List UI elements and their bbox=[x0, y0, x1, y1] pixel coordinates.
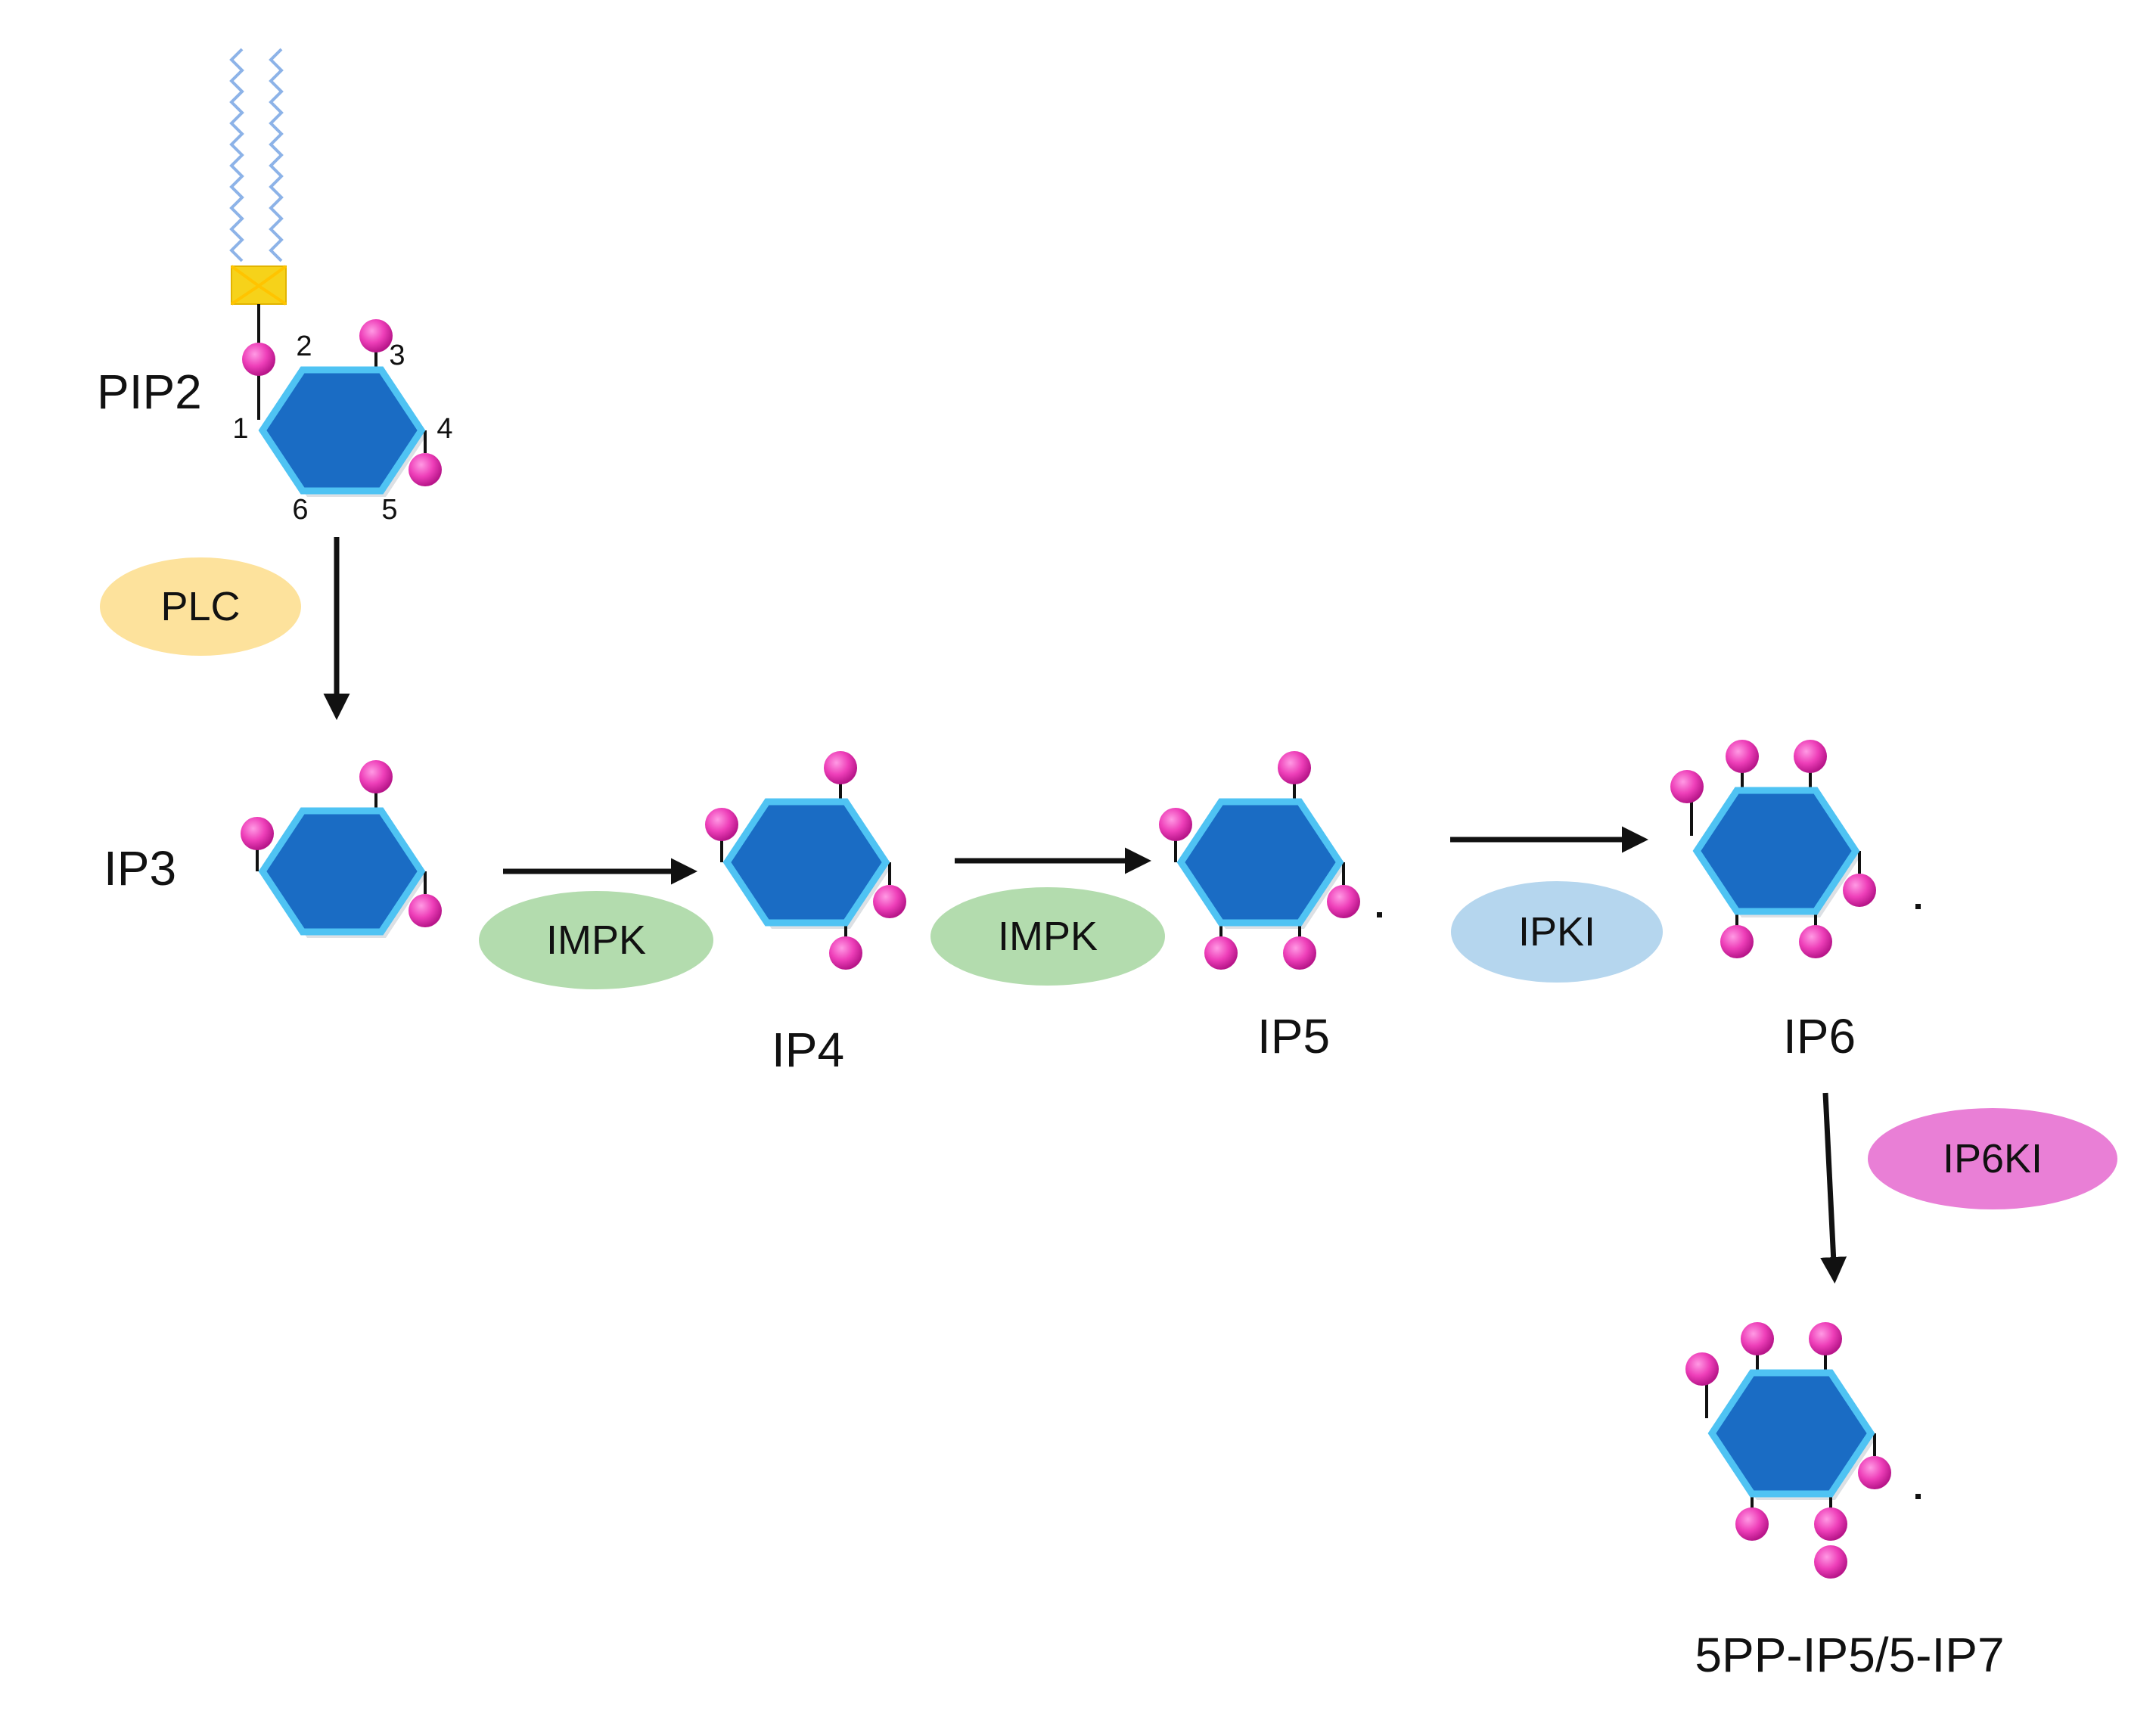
molecule-ip5-phosphate-2 bbox=[1278, 751, 1311, 784]
molecule-ip3-phosphate-3 bbox=[409, 894, 442, 927]
molecule-ip4-inositol-ring bbox=[722, 798, 890, 927]
enzyme-plc-label: PLC bbox=[160, 584, 240, 629]
fatty-acid-chain-2 bbox=[269, 48, 284, 262]
enzyme-plc-oval bbox=[100, 557, 301, 656]
enzyme-ipki-oval bbox=[1451, 881, 1663, 983]
molecule-ip3-inositol-ring bbox=[258, 807, 426, 936]
molecule-ip6-phosphate-6 bbox=[1799, 925, 1832, 958]
fatty-acid-chains bbox=[229, 48, 284, 262]
molecule-ip6-phosphate-3 bbox=[1794, 740, 1827, 773]
ring-position-2: 2 bbox=[296, 331, 312, 362]
molecule-ip7 bbox=[1685, 1322, 1891, 1579]
molecule-ip5-phosphate-3 bbox=[1327, 885, 1360, 918]
enzyme-ip6ki-label: IP6KI bbox=[1943, 1136, 2043, 1181]
molecule-ip3-phosphate-2 bbox=[359, 760, 393, 793]
molecule-ip5-inositol-ring bbox=[1176, 798, 1344, 927]
molecule-ip6 bbox=[1670, 740, 1876, 958]
enzyme-ip6ki-oval bbox=[1868, 1108, 2117, 1209]
label-pip2: PIP2 bbox=[97, 365, 202, 419]
ring-position-3: 3 bbox=[389, 340, 405, 371]
pip2-ring-numbers: 1 2 3 4 5 6 bbox=[232, 331, 452, 526]
fatty-acid-chain-1 bbox=[229, 48, 244, 262]
molecule-ip7-inositol-ring bbox=[1707, 1369, 1875, 1498]
molecule-ip4-phosphate-3 bbox=[873, 885, 906, 918]
molecule-ip4 bbox=[705, 751, 906, 970]
molecule-pip2-inositol-ring bbox=[258, 366, 426, 495]
label-ip4: IP4 bbox=[772, 1023, 844, 1077]
dot-ip7 bbox=[1915, 1494, 1921, 1499]
glycerol-icon bbox=[230, 265, 287, 306]
molecule-ip6-phosphate-4 bbox=[1843, 874, 1876, 907]
enzyme-ipki: IPKI bbox=[1451, 881, 1663, 983]
molecule-ip6-phosphate-1 bbox=[1670, 770, 1704, 803]
molecule-ip7-phosphate-3 bbox=[1809, 1322, 1842, 1355]
molecule-ip7-phosphate-2 bbox=[1741, 1322, 1774, 1355]
molecule-pip2-phosphate-1 bbox=[359, 319, 393, 352]
label-ip3: IP3 bbox=[104, 841, 176, 896]
molecule-ip5-phosphate-4 bbox=[1204, 936, 1238, 970]
molecule-ip7-phosphate-1 bbox=[1685, 1352, 1719, 1386]
molecule-pip2-phosphate-2 bbox=[409, 453, 442, 486]
molecule-ip6-inositol-ring bbox=[1692, 787, 1860, 915]
molecule-ip4-phosphate-4 bbox=[829, 936, 862, 970]
enzyme-impk-1-oval bbox=[479, 891, 713, 989]
enzyme-plc: PLC bbox=[100, 557, 301, 656]
molecule-pip2-linker-phosphate bbox=[242, 343, 275, 376]
molecule-ip5 bbox=[1159, 751, 1360, 970]
molecule-ip5-phosphate-5 bbox=[1283, 936, 1316, 970]
molecule-ip7-phosphate-6 bbox=[1814, 1507, 1847, 1541]
label-5pp-ip5: 5PP-IP5/5-IP7 bbox=[1695, 1628, 2004, 1682]
molecule-ip4-phosphate-1 bbox=[705, 808, 738, 841]
enzyme-impk-2-label: IMPK bbox=[998, 914, 1098, 959]
reaction-arrows bbox=[323, 537, 1847, 1284]
molecule-ip7-phosphate-5 bbox=[1735, 1507, 1769, 1541]
enzyme-impk-1-label: IMPK bbox=[546, 917, 646, 963]
ring-position-4: 4 bbox=[436, 413, 452, 445]
ring-position-1: 1 bbox=[232, 413, 248, 445]
enzyme-impk-2: IMPK bbox=[930, 887, 1165, 986]
label-ip5: IP5 bbox=[1257, 1009, 1330, 1063]
enzyme-impk-2-oval bbox=[930, 887, 1165, 986]
arrow-ip6-to-ip7 bbox=[1820, 1092, 1847, 1284]
enzyme-ipki-label: IPKI bbox=[1518, 909, 1595, 955]
dot-ip5 bbox=[1377, 912, 1382, 917]
enzyme-ip6ki: IP6KI bbox=[1868, 1108, 2117, 1209]
molecule-pip2 bbox=[258, 319, 442, 497]
molecule-ip3-phosphate-1 bbox=[241, 817, 274, 850]
molecule-ip5-phosphate-1 bbox=[1159, 808, 1192, 841]
enzyme-impk-1: IMPK bbox=[479, 891, 713, 989]
molecule-ip4-phosphate-2 bbox=[824, 751, 857, 784]
molecule-ip7-phosphate-7 bbox=[1814, 1545, 1847, 1579]
ring-position-6: 6 bbox=[292, 494, 308, 526]
molecule-ip3 bbox=[241, 760, 442, 938]
molecule-ip6-phosphate-5 bbox=[1720, 925, 1754, 958]
ring-position-5: 5 bbox=[381, 494, 397, 526]
molecule-ip7-phosphate-4 bbox=[1858, 1456, 1891, 1489]
molecule-ip6-phosphate-2 bbox=[1726, 740, 1759, 773]
dot-ip6 bbox=[1915, 904, 1921, 909]
label-ip6: IP6 bbox=[1783, 1009, 1856, 1063]
